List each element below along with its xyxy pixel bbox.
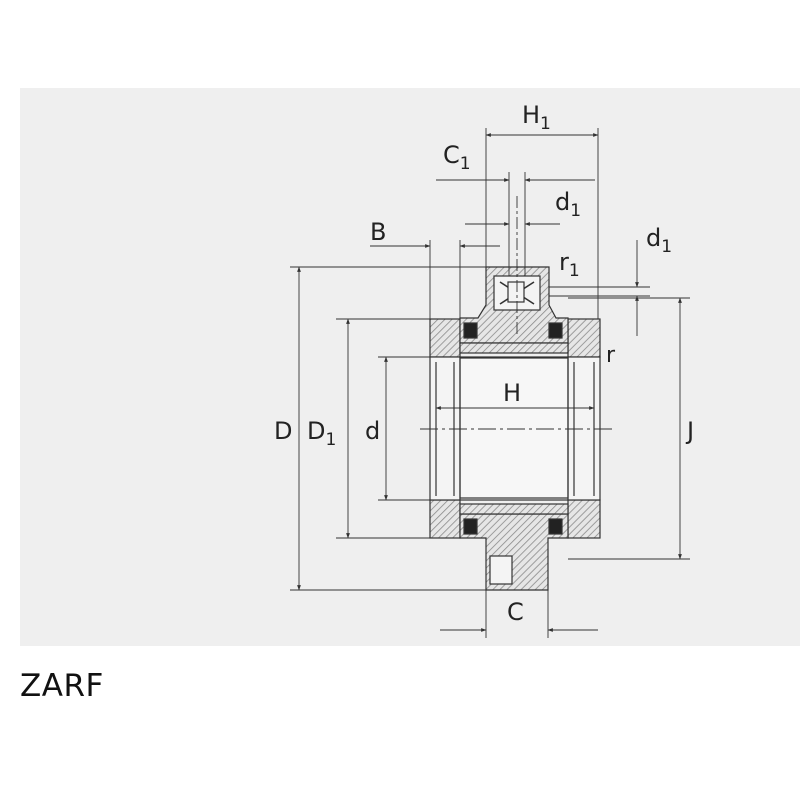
bearing-technical-drawing: H1 C1 d1 d1 B r1 r H D D1 d J C bbox=[274, 101, 694, 638]
roller-bottom-right bbox=[548, 518, 563, 535]
label-D1: D1 bbox=[307, 417, 336, 450]
label-d: d bbox=[365, 417, 380, 445]
label-C: C bbox=[507, 598, 524, 626]
label-d1-top: d1 bbox=[555, 188, 581, 221]
label-D: D bbox=[274, 417, 292, 445]
label-r: r bbox=[606, 343, 616, 368]
label-B: B bbox=[370, 218, 386, 246]
label-J: J bbox=[685, 417, 694, 445]
label-H: H bbox=[503, 379, 521, 407]
outer-ring-bottom-right bbox=[567, 499, 601, 539]
roller-top-right bbox=[548, 322, 563, 339]
roller-top-left bbox=[463, 322, 478, 339]
outer-ring-top-right bbox=[567, 318, 601, 358]
dimension-lines bbox=[290, 128, 690, 638]
label-C1: C1 bbox=[443, 141, 471, 174]
label-H1: H1 bbox=[522, 101, 551, 134]
outer-ring-bottom-left bbox=[429, 499, 461, 539]
bearing-section bbox=[420, 196, 612, 591]
product-caption: ZARF bbox=[20, 668, 104, 704]
label-d1-side: d1 bbox=[646, 224, 672, 257]
roller-bottom-left bbox=[463, 518, 478, 535]
outer-ring-top-left bbox=[429, 318, 461, 358]
label-r1: r1 bbox=[559, 248, 580, 281]
drawing-panel bbox=[20, 88, 800, 646]
